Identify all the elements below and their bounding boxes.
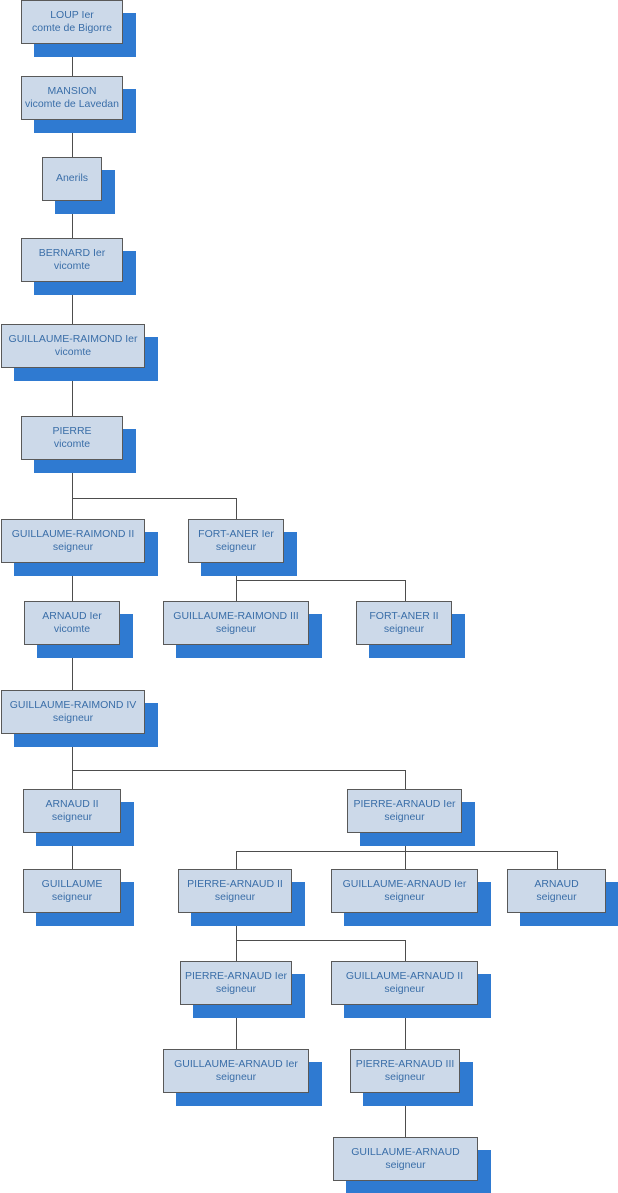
connector-line: [72, 368, 73, 416]
person-name: Anerils: [55, 172, 89, 185]
connector-line: [236, 563, 237, 601]
person-title: seigneur: [52, 541, 94, 553]
person-title: seigneur: [215, 541, 257, 553]
person-title: vicomte: [53, 623, 91, 635]
person-name: PIERRE-ARNAUD Ier: [353, 797, 456, 810]
person-name: ARNAUD Ier: [42, 609, 102, 622]
connector-line: [72, 460, 73, 519]
connector-line: [72, 734, 73, 789]
connector-line: [72, 498, 237, 499]
connector-line: [405, 770, 406, 789]
person-name: ARNAUD: [534, 877, 579, 890]
person-title: seigneur: [384, 891, 425, 903]
person-name: PIERRE: [52, 424, 92, 437]
person-name: GUILLAUME-RAIMOND III: [173, 609, 299, 622]
connector-line: [557, 851, 558, 869]
connector-line: [72, 563, 73, 601]
connector-line: [72, 44, 73, 76]
person-title: vicomte: [53, 260, 91, 272]
person-title: seigneur: [215, 983, 257, 995]
person-title: seigneur: [384, 811, 425, 823]
person-title: seigneur: [51, 811, 93, 823]
person-title: seigneur: [385, 1159, 426, 1171]
person-title: vicomte de Lavedan: [25, 98, 119, 110]
person-name: GUILLAUME-RAIMOND II: [11, 527, 135, 540]
person-name: FORT-ANER Ier: [198, 527, 274, 540]
person-name: GUILLAUME-ARNAUD: [351, 1145, 460, 1158]
person-name: GUILLAUME-ARNAUD Ier: [174, 1057, 298, 1070]
person-title: seigneur: [215, 623, 257, 635]
person-name: LOUP Ier: [50, 8, 94, 21]
person-title: seigneur: [51, 891, 93, 903]
person-name: FORT-ANER II: [369, 609, 439, 622]
connector-line: [236, 913, 237, 961]
person-title: seigneur: [536, 891, 577, 903]
person-name: BERNARD Ier: [38, 246, 106, 259]
connector-line: [236, 498, 237, 519]
person-name: GUILLAUME-RAIMOND IV: [9, 698, 137, 711]
person-title: seigneur: [52, 712, 94, 724]
person-title: vicomte: [53, 438, 91, 450]
person-title: vicomte: [54, 346, 92, 358]
person-title: seigneur: [384, 1071, 426, 1083]
connector-line: [236, 851, 237, 869]
person-name: GUILLAUME-ARNAUD II: [345, 969, 464, 982]
person-name: GUILLAUME-RAIMOND Ier: [8, 332, 138, 345]
connector-line: [405, 1005, 406, 1049]
connector-line: [72, 120, 73, 157]
person-name: PIERRE-ARNAUD III: [355, 1057, 455, 1070]
connector-line: [405, 940, 406, 961]
person-node[interactable]: Anerils: [42, 157, 102, 201]
person-name: PIERRE-ARNAUD II: [187, 877, 283, 890]
connector-line: [405, 580, 406, 601]
person-title: comte de Bigorre: [32, 22, 112, 34]
connector-line: [72, 833, 73, 869]
person-name: GUILLAUME: [41, 877, 103, 890]
connector-line: [72, 282, 73, 324]
connector-line: [72, 770, 406, 771]
connector-line: [72, 201, 73, 238]
connector-line: [72, 645, 73, 690]
person-name: ARNAUD II: [45, 797, 99, 810]
person-title: seigneur: [384, 983, 425, 995]
person-name: PIERRE-ARNAUD Ier: [184, 969, 288, 982]
connector-line: [236, 580, 406, 581]
connector-line: [236, 851, 558, 852]
connector-line: [236, 1005, 237, 1049]
connector-line: [236, 940, 406, 941]
person-name: MANSION: [47, 84, 97, 97]
person-title: seigneur: [215, 1071, 257, 1083]
person-title: seigneur: [214, 891, 256, 903]
connector-line: [405, 1093, 406, 1137]
person-title: seigneur: [383, 623, 425, 635]
person-name: GUILLAUME-ARNAUD Ier: [342, 877, 467, 890]
